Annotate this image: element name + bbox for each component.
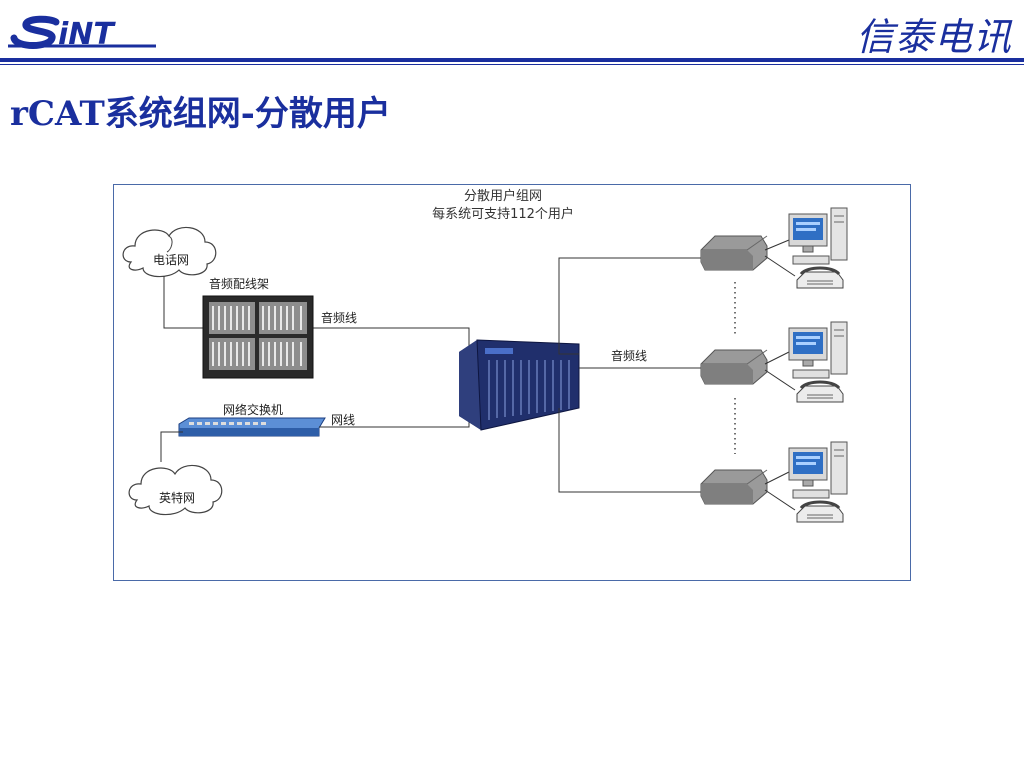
diagram-heading-line2: 每系统可支持112个用户 (432, 206, 574, 222)
computer-icon (788, 207, 848, 265)
network-switch-label: 网络交换机 (223, 402, 283, 417)
phone-network-cloud (122, 226, 217, 278)
internet-link (160, 431, 183, 462)
header-rule-thin (0, 64, 1024, 65)
audio-line-bottom (558, 408, 705, 493)
computer-icon (788, 321, 848, 379)
modem-icon (700, 469, 768, 505)
diagram-heading-line1: 分散用户组网 (464, 188, 542, 204)
audio-patch-panel (202, 295, 314, 379)
internet-label: 英特网 (159, 490, 195, 505)
user-terminal-3 (700, 441, 848, 524)
internet-cloud (128, 464, 223, 516)
phone-network-label: 电话网 (153, 253, 189, 267)
logo-wordmark: iNT (58, 17, 116, 52)
slide-title: rCAT系统组网-分散用户 (10, 94, 391, 134)
user-terminal-2 (700, 321, 848, 404)
sint-logo: iNT (8, 15, 156, 52)
modem-icon (700, 235, 768, 271)
network-line-label: 网线 (331, 413, 355, 427)
audio-line-left-label: 音频线 (321, 310, 357, 325)
network-switch (178, 417, 326, 437)
audio-line-top (558, 257, 705, 355)
user-terminal-1 (700, 207, 848, 290)
audio-patch-panel-label: 音频配线架 (209, 276, 269, 291)
audio-line-left (163, 276, 470, 349)
modem-icon (700, 349, 768, 385)
computer-icon (788, 441, 848, 499)
header-rule (0, 58, 1024, 62)
company-name: 信泰电讯 (855, 15, 1012, 59)
audio-line-right-label: 音频线 (611, 348, 647, 363)
network-diagram: 分散用户组网 每系统可支持112个用户 电话网 音频配线架 音频线 网络交换机 … (113, 184, 911, 581)
rcat-rack (459, 339, 580, 431)
